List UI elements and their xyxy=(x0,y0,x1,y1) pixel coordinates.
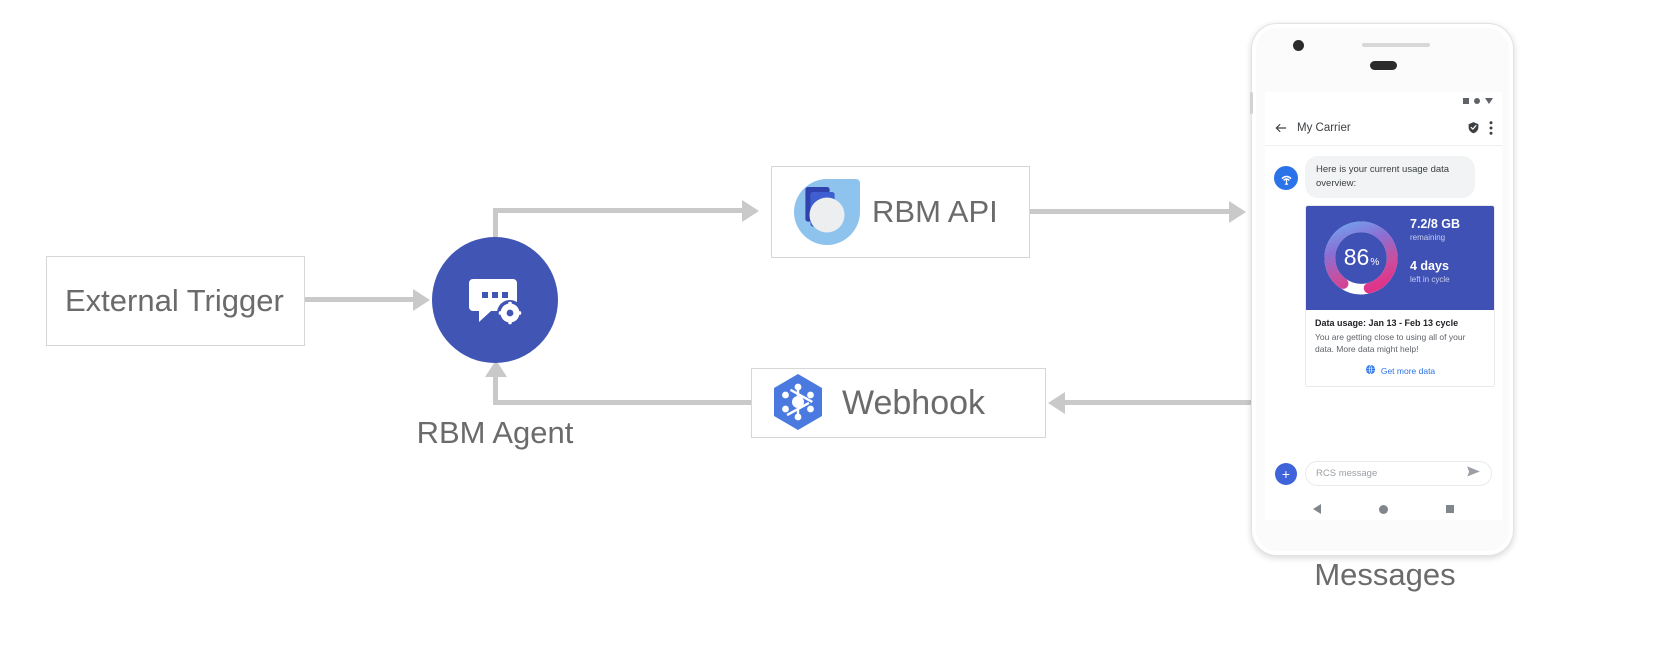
nav-recents-icon[interactable] xyxy=(1446,505,1454,513)
back-arrow-icon[interactable] xyxy=(1274,121,1288,135)
days-left-sub: left in cycle xyxy=(1410,274,1450,284)
rcs-message-placeholder: RCS message xyxy=(1316,468,1378,479)
node-rbm-agent[interactable] xyxy=(432,237,558,363)
arrowhead-phone-to-webhook xyxy=(1048,392,1065,414)
phone-earpiece-icon xyxy=(1362,43,1430,47)
connector-agent-up-return xyxy=(493,373,498,402)
connector-trigger-to-agent xyxy=(305,297,415,302)
arrowhead-api-to-phone xyxy=(1229,201,1246,223)
signal-square-icon xyxy=(1463,98,1469,104)
days-left-group: 4 days left in cycle xyxy=(1410,259,1494,284)
data-amount: 7.2/8 GB xyxy=(1410,216,1461,231)
arrowhead-webhook-to-agent xyxy=(485,360,507,377)
message-bubble[interactable]: Here is your current usage data overview… xyxy=(1305,156,1475,198)
connector-api-to-phone xyxy=(1030,209,1231,214)
messages-label: Messages xyxy=(1314,557,1456,592)
gauge-percent-number: 86 xyxy=(1343,244,1370,271)
rcs-message-input[interactable]: RCS message xyxy=(1305,461,1492,486)
wifi-dot-icon xyxy=(1474,98,1480,104)
rich-card-text: You are getting close to using all of yo… xyxy=(1315,331,1466,355)
phone-mockup: My Carrier xyxy=(1250,23,1514,556)
node-rbm-api[interactable]: RBM API xyxy=(771,166,1030,258)
status-bar xyxy=(1265,92,1502,110)
arrowhead-trigger-to-agent xyxy=(413,289,430,311)
send-icon[interactable] xyxy=(1466,464,1481,484)
node-webhook[interactable]: Webhook xyxy=(751,368,1046,438)
nav-home-icon[interactable] xyxy=(1379,504,1388,514)
phone-speaker-icon xyxy=(1370,61,1397,70)
arrowhead-agent-to-api xyxy=(742,200,759,222)
rich-card-hero-stats: 7.2/8 GB remaining 4 days left in cycle xyxy=(1410,217,1494,284)
connector-phone-to-webhook xyxy=(1065,400,1251,405)
message-composer: + RCS message xyxy=(1265,461,1502,486)
rich-card[interactable]: 86% 7.2/8 GB remaining 4 days left in cy… xyxy=(1305,204,1495,388)
gauge-percent-value: 86% xyxy=(1320,217,1402,299)
app-bar: My Carrier xyxy=(1265,110,1502,146)
chat-gear-icon xyxy=(463,266,527,335)
phone-camera-icon xyxy=(1293,40,1304,51)
phone-power-button[interactable] xyxy=(1250,92,1253,114)
rbm-agent-label: RBM Agent xyxy=(416,415,574,450)
rich-card-hero: 86% 7.2/8 GB remaining 4 days left in cy… xyxy=(1306,205,1494,310)
plus-icon[interactable]: + xyxy=(1275,462,1297,485)
battery-triangle-icon xyxy=(1485,98,1493,104)
connector-agent-to-api xyxy=(493,208,743,213)
android-nav-bar xyxy=(1265,504,1502,514)
data-amount-sub: remaining xyxy=(1410,232,1446,242)
phone-screen: My Carrier xyxy=(1265,92,1502,520)
message-row: Here is your current usage data overview… xyxy=(1274,156,1493,198)
app-bar-title: My Carrier xyxy=(1297,121,1351,134)
connector-agent-up xyxy=(493,208,498,240)
external-trigger-label: External Trigger xyxy=(65,283,284,318)
verified-shield-icon[interactable] xyxy=(1467,121,1480,134)
webhook-label: Webhook xyxy=(842,383,986,422)
rich-card-body: Data usage: Jan 13 - Feb 13 cycle You ar… xyxy=(1306,310,1494,387)
node-external-trigger[interactable]: External Trigger xyxy=(46,256,305,346)
gauge-percent-symbol: % xyxy=(1370,257,1380,269)
days-left: 4 days xyxy=(1410,258,1449,273)
carrier-signal-icon xyxy=(1274,166,1298,190)
rbm-droplet-icon xyxy=(790,175,864,249)
get-more-data-button[interactable]: Get more data xyxy=(1315,364,1485,377)
nav-back-icon[interactable] xyxy=(1313,504,1321,514)
globe-icon xyxy=(1365,364,1376,377)
data-usage-gauge xyxy=(1324,221,1398,295)
get-more-data-label: Get more data xyxy=(1380,365,1436,376)
connector-webhook-to-agent xyxy=(493,400,751,405)
more-vert-icon[interactable] xyxy=(1489,120,1493,135)
conversation-area: Here is your current usage data overview… xyxy=(1265,146,1502,478)
rbm-api-label: RBM API xyxy=(872,194,998,229)
rich-card-title: Data usage: Jan 13 - Feb 13 cycle xyxy=(1315,317,1459,328)
cloud-functions-hexagon-icon xyxy=(766,371,830,435)
